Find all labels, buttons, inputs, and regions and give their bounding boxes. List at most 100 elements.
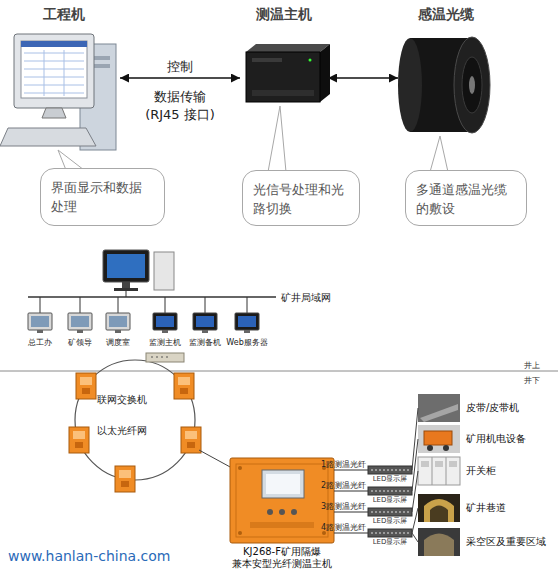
- edge-label: 4路测温光纤: [321, 523, 366, 533]
- knob: [279, 509, 285, 515]
- edge-label: 3路测温光纤: [321, 502, 366, 512]
- bubble-tail: [58, 150, 84, 170]
- node-text: 监测主机: [139, 338, 191, 348]
- led-display: LED显示屏: [368, 487, 412, 505]
- host-unit: KJ268-F矿用隔爆 兼本安型光纤测温主机: [230, 458, 334, 570]
- chassis-top: [246, 44, 330, 52]
- belt-photo: [418, 394, 460, 422]
- spool-face: [454, 37, 490, 133]
- pc-screen: [71, 316, 89, 327]
- server-stand: [122, 282, 130, 288]
- cable-spool: [398, 37, 490, 133]
- pc-screen: [238, 316, 256, 327]
- title-bar: [21, 41, 87, 47]
- node-text: 调度室: [92, 338, 144, 348]
- belt: [420, 404, 458, 422]
- cabinet-doors: [432, 457, 446, 485]
- monitor-stand: [42, 108, 66, 118]
- wheel: [427, 445, 433, 451]
- site-pictures: [418, 394, 460, 556]
- connector: [412, 533, 418, 542]
- led-display: LED显示屏: [368, 508, 412, 526]
- server-monitor: [103, 250, 149, 282]
- site-node: 皮带/皮带机: [418, 394, 556, 422]
- switch-box: [76, 373, 96, 399]
- enclosure-flange: [236, 464, 328, 537]
- node-text: Web服务器: [221, 338, 273, 348]
- node-text: LED显示屏: [364, 475, 416, 483]
- pc-stands: [37, 330, 250, 333]
- connector: [334, 491, 368, 492]
- connector: [412, 471, 418, 512]
- callout-bubble: 多通道感温光缆的敷设: [405, 170, 527, 226]
- edge-label: 2路测温光纤: [321, 481, 366, 491]
- led-bar: [368, 529, 412, 537]
- display-window: [262, 470, 304, 498]
- front-panel: [252, 90, 314, 96]
- pc-monitor: [153, 313, 177, 330]
- node-text: 总工办: [14, 338, 66, 348]
- node-text: 开关柜: [466, 457, 496, 485]
- goaf-photo: [418, 528, 460, 556]
- cabinet-panel: [449, 461, 457, 467]
- goaf-arch: [424, 534, 454, 557]
- pc-screen: [196, 316, 214, 327]
- spool-hole: [469, 76, 475, 94]
- knob: [291, 509, 297, 515]
- plain-label: 数据传输: [140, 89, 220, 105]
- node-text: 感温光缆: [398, 5, 493, 23]
- spool-left: [398, 38, 422, 132]
- edge-label: 控制: [167, 59, 193, 74]
- switch-window: [178, 377, 190, 385]
- keyboard: [0, 128, 96, 146]
- plain-label: 矿井局域网: [281, 291, 351, 304]
- tunnel-inner: [430, 506, 448, 523]
- node-text: 采空区及重要区域: [466, 528, 546, 556]
- plain-label: 以太光纤网: [97, 424, 157, 437]
- server-base: [114, 288, 138, 291]
- switch-window: [185, 431, 197, 439]
- led-display: LED显示屏: [368, 466, 412, 484]
- switch-window: [119, 470, 131, 478]
- knob: [267, 509, 273, 515]
- pc-screen: [156, 316, 174, 327]
- machine: [424, 431, 452, 445]
- device-node: 测温主机: [240, 5, 328, 110]
- terminal-node: Web服务器: [225, 312, 269, 350]
- edge-label: 1路测温光纤: [321, 460, 366, 470]
- power-led: [309, 59, 312, 62]
- plain-label: www.hanlan-china.com: [8, 548, 218, 565]
- spool-core: [462, 57, 482, 113]
- host-illustration: [246, 44, 330, 102]
- connector: [334, 512, 368, 513]
- screen-grid: [24, 50, 84, 96]
- terminal-node: 监测备机: [183, 312, 227, 350]
- connector: [120, 77, 240, 79]
- terminal-node: 总工办: [18, 312, 62, 350]
- bubble-tail: [430, 136, 448, 172]
- tunnel-arch: [424, 499, 454, 522]
- pc-monitor: [106, 313, 130, 330]
- site-node: 开关柜: [418, 457, 556, 485]
- switch-window: [73, 431, 85, 439]
- connector: [334, 470, 368, 471]
- switch-window: [80, 377, 92, 385]
- node-text: 皮带/皮带机: [466, 394, 519, 422]
- terminal-icons: [28, 297, 259, 333]
- display-glass: [266, 474, 300, 494]
- node-text: 光信号处理和光路切换: [253, 180, 349, 218]
- ring-switches: [69, 373, 201, 492]
- switch-panels: [75, 388, 195, 487]
- node-text: 工程机: [8, 5, 120, 23]
- cabinet-photo: [418, 457, 460, 485]
- device-node: 感温光缆: [398, 5, 493, 140]
- enclosure-strip: [250, 522, 314, 528]
- node-text: 界面显示和数据处理: [51, 178, 154, 216]
- bolt: [238, 531, 242, 535]
- surface-switch: [146, 353, 184, 362]
- led-bar: [368, 466, 412, 474]
- pc-screen: [31, 316, 49, 327]
